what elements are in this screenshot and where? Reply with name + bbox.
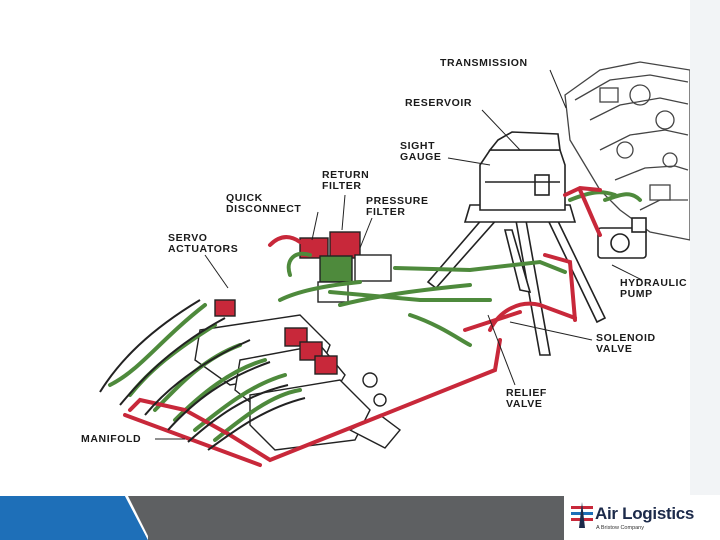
logo-text: Air Logistics — [595, 504, 694, 524]
servo-actuators — [195, 300, 400, 450]
footer-blue-block — [0, 496, 125, 540]
label-manifold: MANIFOLD — [81, 434, 141, 445]
footer-gray-diagonal — [128, 496, 150, 540]
reservoir-body — [480, 132, 565, 210]
logo-subtext: A Bristow Company — [596, 525, 644, 531]
label-relief-valve-line2: VALVE — [506, 399, 547, 410]
label-return-filter-line2: FILTER — [322, 181, 369, 192]
label-servo-actuators: SERVO ACTUATORS — [168, 233, 238, 255]
label-hydraulic-pump-line2: PUMP — [620, 289, 687, 300]
label-reservoir: RESERVOIR — [405, 98, 472, 109]
label-relief-valve: RELIEF VALVE — [506, 388, 547, 410]
label-hydraulic-pump: HYDRAULIC PUMP — [620, 278, 687, 300]
label-return-filter: RETURN FILTER — [322, 170, 369, 192]
label-quick-disconnect: QUICK DISCONNECT — [226, 193, 301, 215]
label-servo-actuators-line2: ACTUATORS — [168, 244, 238, 255]
hydraulic-pump-body — [598, 218, 646, 258]
transmission-housing — [565, 62, 690, 240]
right-edge-strip — [690, 0, 720, 495]
label-quick-disconnect-line2: DISCONNECT — [226, 204, 301, 215]
label-transmission: TRANSMISSION — [440, 58, 528, 69]
footer-bar: Air Logistics A Bristow Company — [0, 496, 720, 540]
label-solenoid-valve-line2: VALVE — [596, 344, 656, 355]
label-pressure-filter: PRESSURE FILTER — [366, 196, 429, 218]
air-logistics-logo: Air Logistics A Bristow Company — [565, 496, 720, 540]
label-solenoid-valve: SOLENOID VALVE — [596, 333, 656, 355]
logo-mark-icon — [571, 502, 593, 528]
label-pressure-filter-line2: FILTER — [366, 207, 429, 218]
tripod-support — [428, 205, 605, 355]
label-sight-gauge-line2: GAUGE — [400, 152, 442, 163]
label-sight-gauge: SIGHT GAUGE — [400, 141, 442, 163]
footer-gray-block — [148, 496, 564, 540]
